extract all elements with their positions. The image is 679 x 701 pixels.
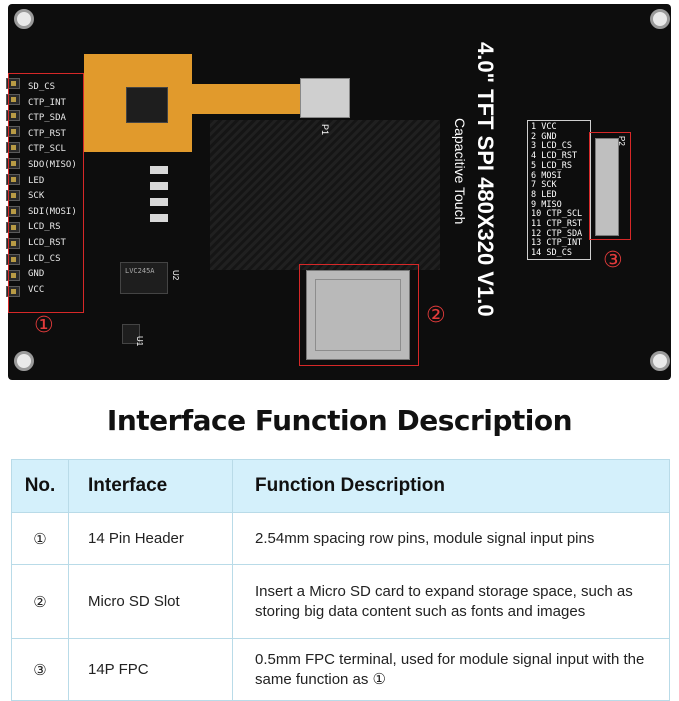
- fpc-pin-label: 7 SCK: [531, 180, 557, 191]
- pin-label: CTP_INT: [28, 97, 66, 108]
- smd-component: [150, 166, 168, 174]
- header-interface: Interface: [68, 459, 233, 513]
- interface-table: No. Interface Function Description ① 14 …: [11, 459, 670, 701]
- fpc-pin-label: 6 MOSI: [531, 170, 562, 181]
- fpc-pin-label: 2 GND: [531, 131, 557, 142]
- fpc-pin-label: 8 LED: [531, 189, 557, 200]
- pin-label: CTP_SCL: [28, 144, 66, 155]
- pin-label: SDI(MOSI): [28, 206, 77, 217]
- pin-label: CTP_SDA: [28, 113, 66, 124]
- u1-label: U1: [135, 336, 144, 347]
- fpc-pin-label: 4 LCD_RST: [531, 151, 578, 162]
- header-pin: [6, 270, 20, 281]
- smd-component: [150, 198, 168, 206]
- pin-label: LCD_RST: [28, 238, 66, 248]
- fpc-highlight-box: [589, 132, 631, 240]
- header-pin: [6, 286, 20, 297]
- mounting-hole: [14, 9, 34, 29]
- marker-3: ③: [603, 248, 623, 273]
- table-row: ① 14 Pin Header 2.54mm spacing row pins,…: [11, 512, 670, 565]
- fpc-pin-label: 3 LCD_CS: [531, 141, 572, 152]
- row-description: Insert a Micro SD card to expand storage…: [232, 564, 670, 639]
- header-pin: [6, 78, 20, 89]
- table-row: ③ 14P FPC 0.5mm FPC terminal, used for m…: [11, 638, 670, 701]
- header-pin: [6, 174, 20, 185]
- fpc-pin-label: 5 LCD_RS: [531, 160, 572, 171]
- header-pin: [6, 206, 20, 217]
- board-subtitle: Capacitive Touch: [452, 118, 468, 225]
- pin-label: LCD_RS: [28, 222, 61, 233]
- pin-header-highlight-box: [8, 73, 84, 313]
- mounting-hole: [650, 351, 670, 371]
- pin-label: GND: [28, 269, 45, 280]
- mounting-hole: [650, 9, 670, 29]
- marker-2: ②: [426, 303, 446, 328]
- level-shifter-chip: LVC245A: [120, 262, 168, 294]
- pin-label: VCC: [28, 284, 45, 295]
- header-pin: [6, 190, 20, 201]
- fpc-pin-label: 1 VCC: [531, 122, 557, 132]
- header-pin: [6, 142, 20, 153]
- pcb-traces: [210, 120, 440, 270]
- fpc-pin-list-box: [527, 120, 591, 260]
- row-description: 2.54mm spacing row pins, module signal i…: [232, 512, 670, 565]
- u2-label: U2: [171, 270, 180, 281]
- regulator-chip: [122, 324, 140, 344]
- smd-component: [150, 214, 168, 222]
- touch-controller-chip: [126, 87, 168, 123]
- pin-label: CTP_RST: [28, 128, 66, 139]
- p1-label: P1: [320, 124, 330, 136]
- header-function: Function Description: [232, 459, 670, 513]
- header-pin: [6, 126, 20, 137]
- header-pin: [6, 222, 20, 233]
- fpc-pin-label: 9 MISO: [531, 199, 562, 210]
- header-pin: [6, 158, 20, 169]
- fpc-pin-label: 14 SD_CS: [531, 248, 572, 259]
- table-row: ② Micro SD Slot Insert a Micro SD card t…: [11, 564, 670, 639]
- row-description: 0.5mm FPC terminal, used for module sign…: [232, 638, 670, 701]
- section-heading: Interface Function Description: [106, 404, 573, 437]
- chip-label: LVC245A: [125, 267, 155, 275]
- pin-label: LCD_CS: [28, 253, 61, 264]
- header-pin: [6, 238, 20, 249]
- header-no: No.: [11, 459, 69, 513]
- row-interface: 14 Pin Header: [68, 512, 233, 565]
- micro-sd-slot: [306, 270, 410, 360]
- pin-label: SD_CS: [28, 82, 56, 92]
- header-pin: [6, 110, 20, 121]
- board-title: 4.0" TFT SPI 480X320 V1.0: [473, 42, 498, 317]
- touch-flex-cable-tail: [150, 84, 300, 114]
- touch-fpc-connector: [300, 78, 350, 118]
- pin-label: SDO(MISO): [28, 160, 77, 170]
- sd-slot-highlight-box: [299, 264, 419, 366]
- pin-label: SCK: [28, 191, 45, 202]
- marker-1: ①: [34, 313, 54, 338]
- fpc-pin-label: 11 CTP_RST: [531, 219, 583, 229]
- header-pin: [6, 254, 20, 265]
- fpc-pin-label: 10 CTP_SCL: [531, 209, 583, 220]
- header-pin: [6, 94, 20, 105]
- row-no: ①: [11, 512, 69, 565]
- fpc-pin-label: 13 CTP_INT: [531, 238, 583, 249]
- fpc-pin-label: 12 CTP_SDA: [531, 228, 583, 239]
- row-interface: 14P FPC: [68, 638, 233, 701]
- smd-component: [150, 182, 168, 190]
- row-interface: Micro SD Slot: [68, 564, 233, 639]
- fpc-connector-14p: [595, 138, 619, 236]
- mounting-hole: [14, 351, 34, 371]
- row-no: ②: [11, 564, 69, 639]
- row-no: ③: [11, 638, 69, 701]
- pin-label: LED: [28, 175, 45, 186]
- table-header-row: No. Interface Function Description: [11, 459, 670, 513]
- pin-header: [6, 78, 20, 304]
